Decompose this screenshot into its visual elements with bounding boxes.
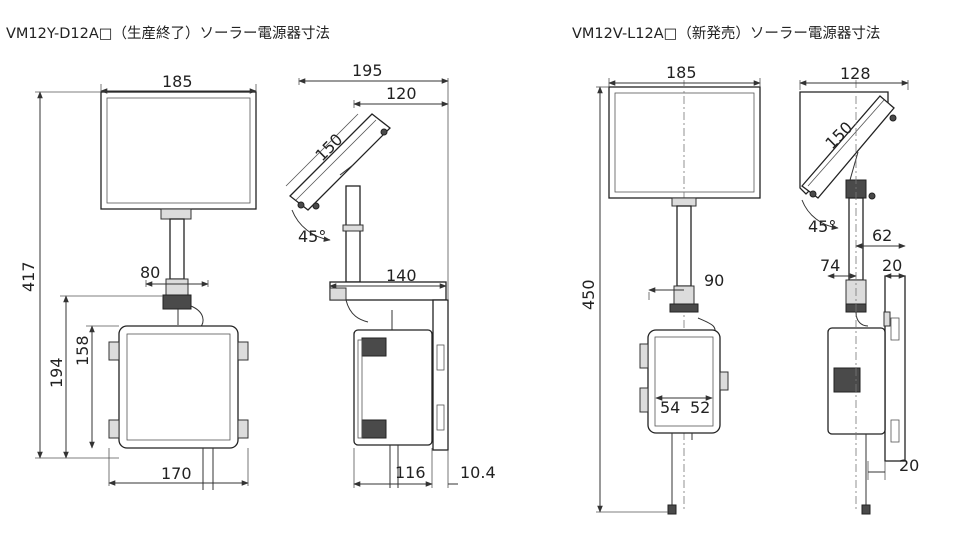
dim-left-side-plate: 10.4 — [460, 463, 496, 482]
dim-right-side-plate: 20 — [882, 256, 902, 275]
title-left: VM12Y-D12A□（生産終了）ソーラー電源器寸法 — [6, 25, 330, 42]
right-side-view: 128 150 45° 62 74 20 20 — [799, 64, 919, 515]
battery-box-front — [118, 325, 239, 449]
dim-right-a: 54 — [660, 398, 680, 417]
solar-panel-front-new — [608, 86, 761, 199]
dim-left-box-outer-height: 194 — [47, 357, 66, 388]
dim-right-total-height: 450 — [579, 279, 598, 310]
dim-right-side-angle: 45° — [808, 217, 836, 236]
dim-right-side-offset: 62 — [872, 226, 892, 245]
solar-panel-front — [100, 91, 257, 210]
dim-left-side-box-depth: 116 — [395, 463, 426, 482]
right-front-view: 185 450 90 54 52 — [579, 63, 761, 515]
dim-left-panel-width: 185 — [162, 72, 193, 91]
dim-left-side-bracket-width: 140 — [386, 266, 417, 285]
dim-right-b: 52 — [690, 398, 710, 417]
dim-right-panel-width: 185 — [666, 63, 697, 82]
dim-left-box-width: 170 — [161, 464, 192, 483]
title-right: VM12V-L12A□（新発売）ソーラー電源器寸法 — [572, 25, 880, 42]
solar-panel-side — [289, 113, 391, 211]
battery-box-front-new — [647, 329, 721, 434]
dim-left-side-total-width: 195 — [352, 61, 383, 80]
dim-left-side-angle: 45° — [298, 227, 326, 246]
battery-box-side — [353, 329, 433, 446]
dim-left-box-height: 158 — [73, 335, 92, 366]
dim-left-side-offset: 120 — [386, 84, 417, 103]
dim-left-total-height: 417 — [19, 261, 38, 292]
mount-pole — [169, 218, 185, 280]
dim-right-pole-offset: 90 — [704, 271, 724, 290]
dim-left-bracket-width: 80 — [140, 263, 160, 282]
left-side-view: 195 120 150 45° 140 116 10.4 — [285, 61, 496, 488]
left-front-view: 185 417 80 194 158 170 — [19, 72, 257, 490]
dim-right-side-plate-bottom: 20 — [899, 456, 919, 475]
dim-right-side-top-width: 128 — [840, 64, 871, 83]
dim-right-side-depth: 74 — [820, 256, 840, 275]
